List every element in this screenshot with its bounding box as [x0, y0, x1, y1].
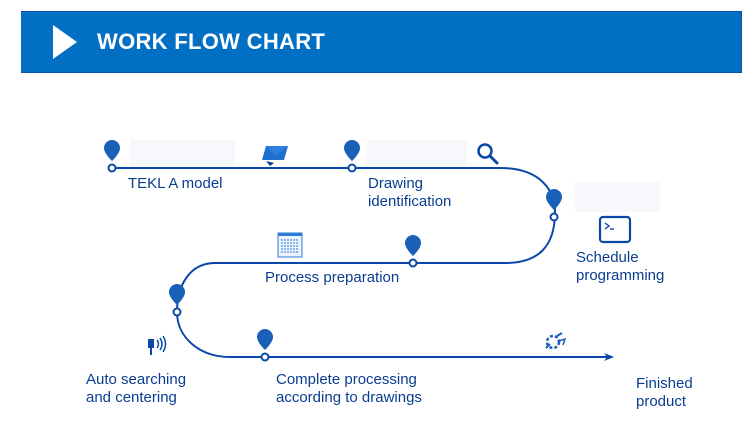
step-label-complete-processing: Complete processing according to drawing… — [276, 371, 422, 407]
label-line: Drawing — [368, 175, 424, 192]
label-line: Finished — [636, 375, 693, 392]
node-dot — [347, 163, 357, 173]
pin-icon — [405, 235, 421, 256]
gear-cycle-icon — [545, 332, 567, 350]
label-line: product — [636, 393, 687, 410]
step-label-process-preparation: Process preparation — [265, 269, 400, 286]
sensor-signal-icon — [148, 335, 167, 355]
step-marker-2 — [344, 140, 360, 173]
search-icon — [477, 143, 499, 165]
label-line: Complete processing — [276, 371, 417, 388]
step-marker-5 — [169, 284, 185, 317]
step-marker-6 — [257, 329, 273, 362]
highlight-box — [367, 140, 467, 166]
step-marker-3 — [546, 189, 562, 222]
pin-icon — [546, 189, 562, 210]
label-line: programming — [576, 267, 665, 284]
node-dot — [260, 352, 270, 362]
node-dot — [107, 163, 117, 173]
tablet-stylus-icon — [262, 146, 288, 166]
label-line: Auto searching — [86, 371, 187, 388]
step-marker-1 — [104, 140, 120, 173]
step-label-drawing-identification: Drawing identification — [368, 175, 451, 211]
step-label-schedule-programming: Schedule programming — [576, 249, 664, 285]
label-line: according to drawings — [276, 389, 422, 406]
node-dot — [549, 212, 559, 222]
terminal-icon — [598, 215, 632, 244]
highlight-box — [130, 140, 235, 166]
highlight-box — [575, 182, 660, 212]
step-label-auto-searching: Auto searching and centering — [86, 371, 186, 407]
pin-icon — [344, 140, 360, 161]
play-triangle-icon — [53, 25, 77, 59]
pin-icon — [169, 284, 185, 305]
document-list-icon — [277, 232, 303, 258]
step-marker-4 — [405, 235, 421, 268]
pin-icon — [257, 329, 273, 350]
label-line: identification — [368, 193, 452, 210]
page-title: WORK FLOW CHART — [97, 29, 326, 54]
flow-path — [112, 167, 614, 361]
step-label-finished-product: Finished product — [636, 375, 693, 411]
node-dot — [172, 307, 182, 317]
pin-icon — [104, 140, 120, 161]
step-label-tekla-model: TEKL A model — [128, 175, 223, 192]
label-line: Schedule — [576, 249, 639, 266]
label-line: and centering — [86, 389, 177, 406]
header-banner: WORK FLOW CHART — [21, 11, 742, 73]
node-dot — [408, 258, 418, 268]
